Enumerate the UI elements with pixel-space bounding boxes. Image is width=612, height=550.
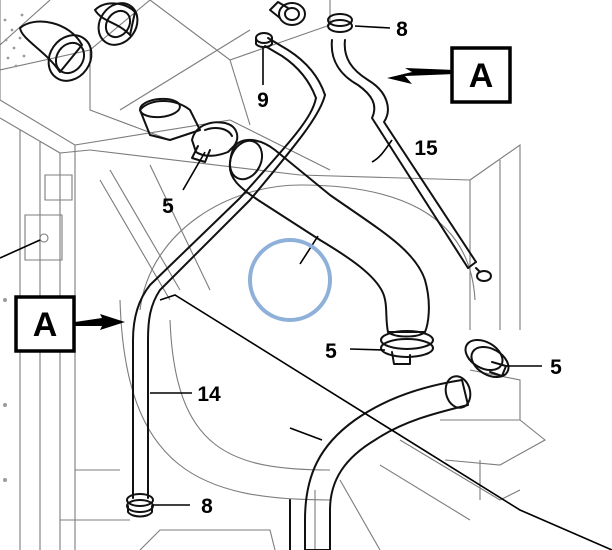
- perforation-dots: [3, 13, 26, 68]
- section-marker-left: A: [14, 295, 76, 353]
- section-marker-left-label: A: [33, 306, 58, 344]
- callout-clamp-lower-center: 5: [325, 340, 337, 363]
- section-marker-upper-right-label: A: [469, 57, 494, 95]
- callout-clamp-right: 5: [550, 356, 562, 379]
- callout-hose-small-right: 15: [414, 137, 438, 160]
- hose-thin-upper: [264, 37, 326, 99]
- hose-main-upper: [228, 138, 430, 338]
- hose-small-right: [330, 39, 492, 282]
- clamp-lower-center: [380, 330, 434, 365]
- arrow-left: [75, 314, 125, 330]
- callout-clamp-upper-left: 5: [162, 195, 174, 218]
- leader-lines: [150, 25, 612, 550]
- section-marker-upper-right: A: [450, 46, 512, 104]
- callout-fitting-top: 9: [257, 89, 269, 112]
- upper-pipe-stub: [139, 97, 201, 141]
- callout-clamp-bottom: 8: [201, 495, 213, 518]
- outlet-pipe-stubs: [19, 2, 139, 82]
- callout-labels: 8 9 15 5 5 5 14 8: [162, 18, 562, 518]
- fitting-top: [255, 32, 273, 48]
- top-connector: [269, 1, 306, 26]
- clamp-top: [327, 13, 353, 33]
- callout-hose-small-left: 14: [197, 383, 221, 406]
- hose-small-left: [132, 94, 326, 499]
- hose-main-lower: [289, 375, 472, 550]
- clamp-bottom: [126, 493, 154, 518]
- radiator-frame: [0, 0, 546, 550]
- arrow-upper-right: [387, 68, 455, 84]
- clamp-right: [464, 338, 510, 379]
- callout-clamp-top: 8: [396, 18, 408, 41]
- highlight-circle: [248, 238, 332, 322]
- clamp-upper-left: [191, 121, 239, 163]
